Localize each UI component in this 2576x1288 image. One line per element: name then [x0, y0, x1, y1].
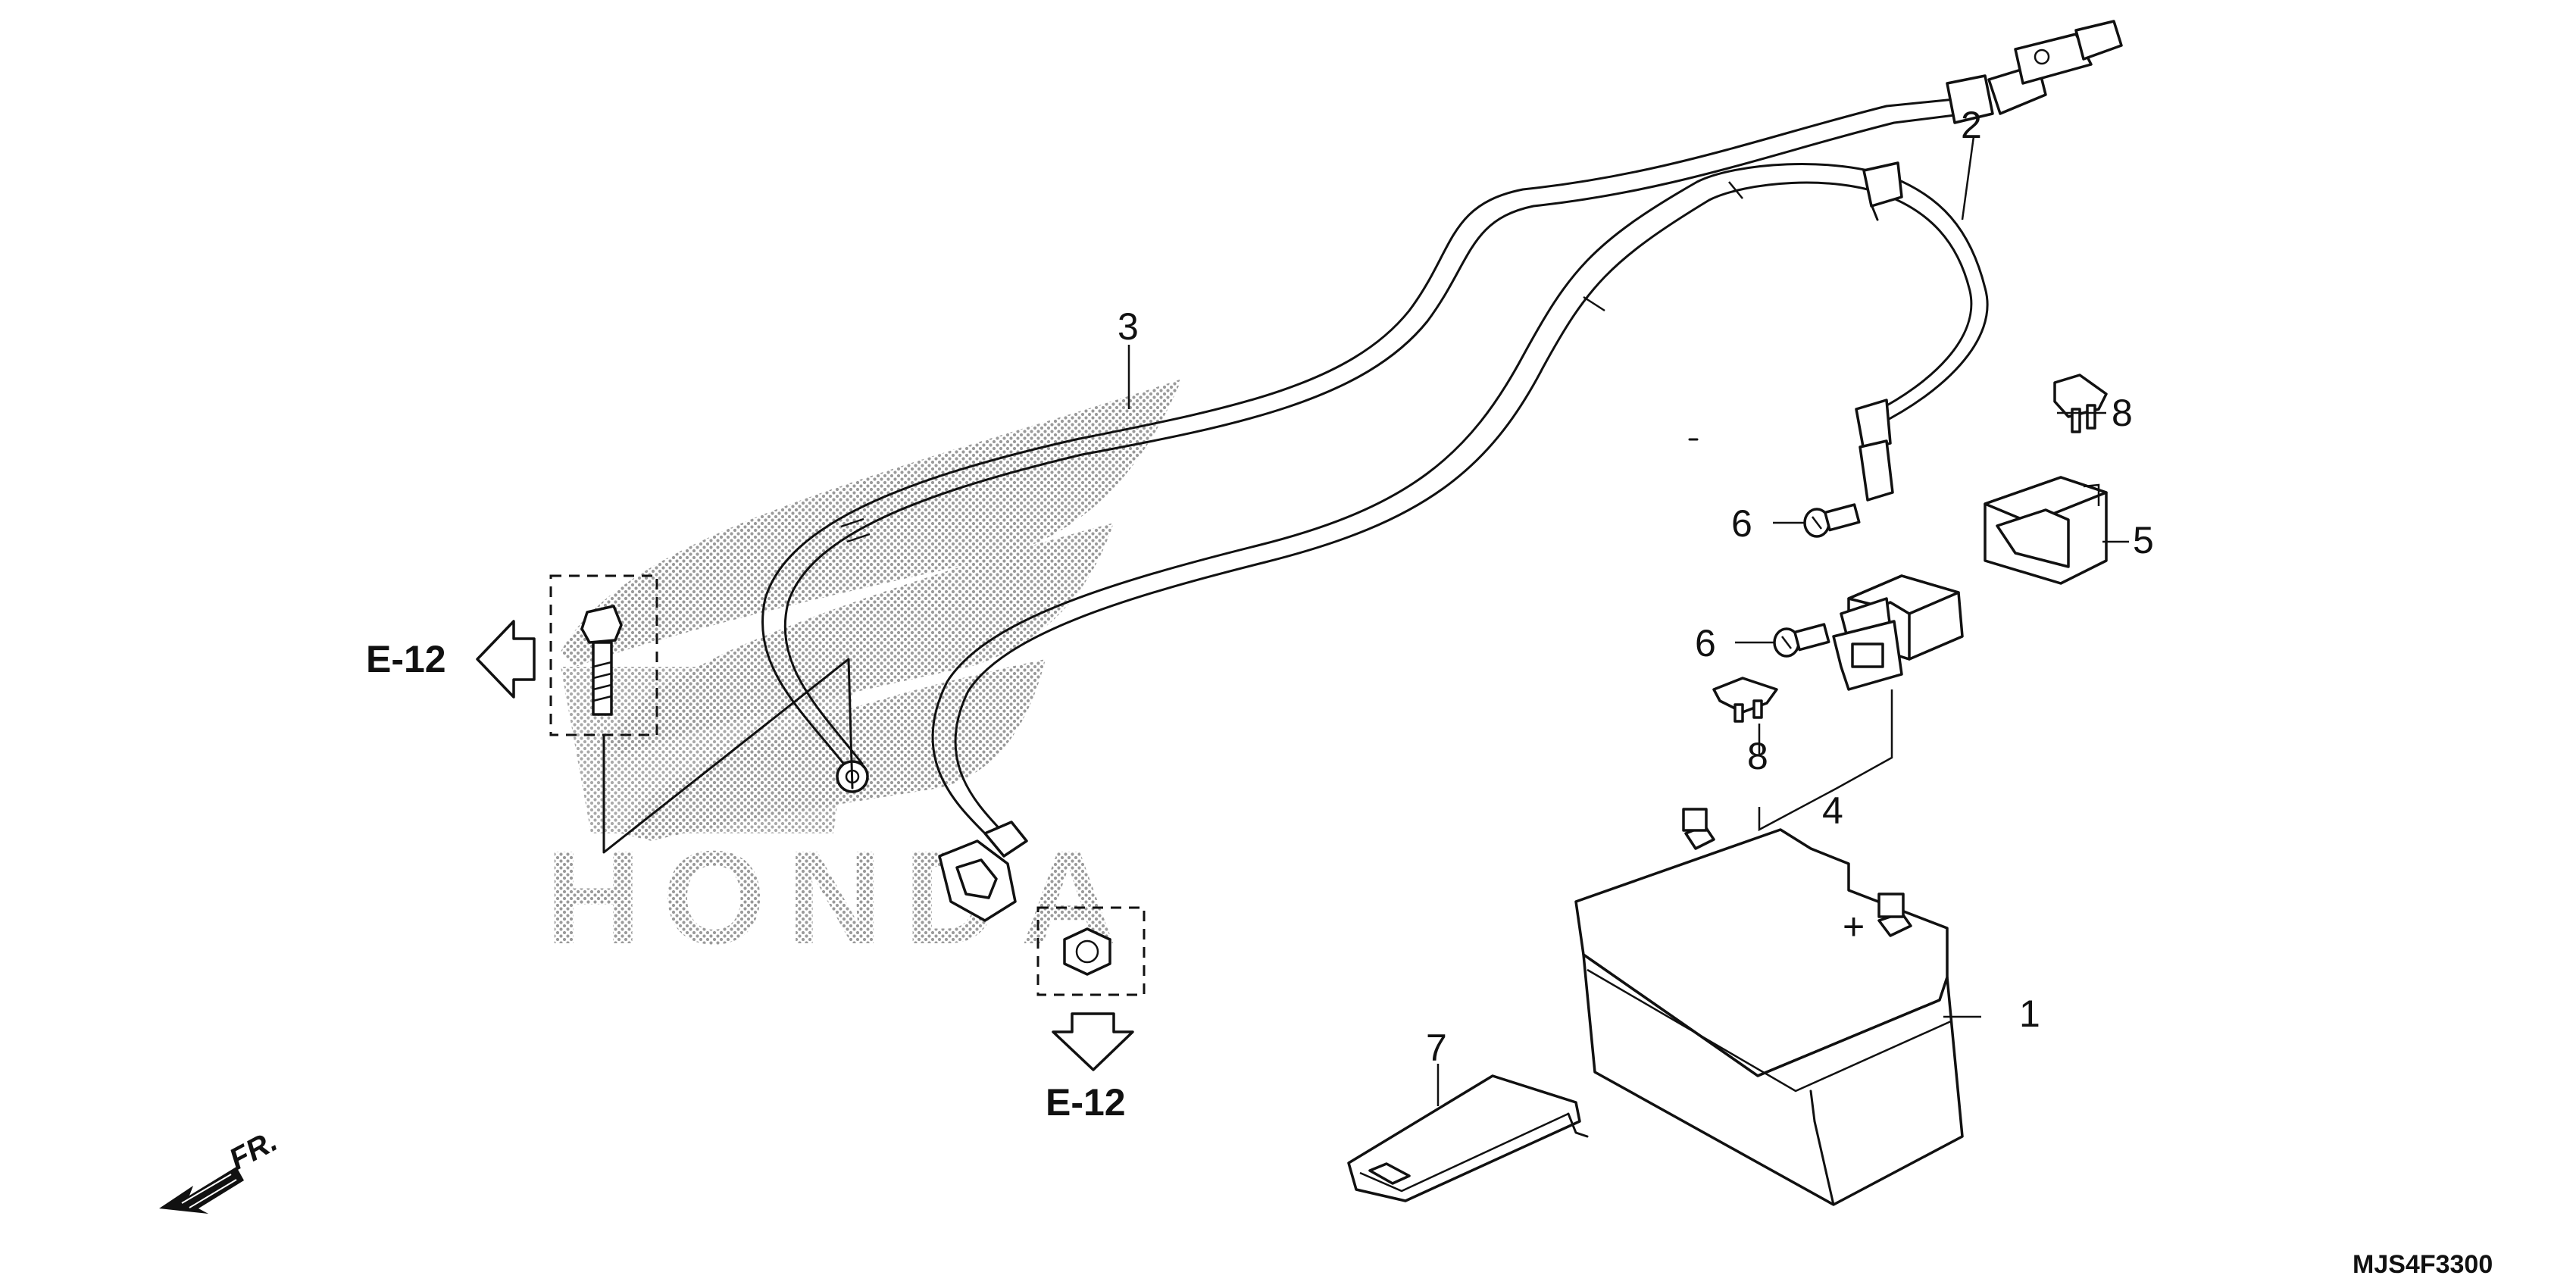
flange-bolt	[549, 574, 854, 854]
starter-relay	[1832, 574, 1964, 691]
negative-cable-3	[761, 20, 2123, 793]
screw-lower	[1773, 623, 1830, 658]
fuse-top	[2053, 374, 2108, 433]
ref-arrow-down: E-12	[1046, 1012, 1134, 1124]
callout-4: 4	[1822, 789, 1843, 832]
ref-arrow-left: E-12	[366, 620, 536, 699]
callout-6-lower: 6	[1695, 622, 1716, 664]
honda-watermark-text: HONDA	[546, 824, 1138, 972]
callout-1: 1	[2019, 993, 2040, 1035]
drawing-code: MJS4F3300	[2352, 1250, 2493, 1279]
callout-8-lower: 8	[1747, 735, 1768, 777]
direction-label: FR.	[224, 1124, 283, 1177]
battery: +	[1574, 808, 1964, 1206]
honda-wing-watermark: HONDA	[546, 379, 1182, 972]
fuse-box-cover	[1984, 476, 2108, 585]
callout-6-upper: 6	[1731, 502, 1752, 545]
battery-strap	[1347, 1074, 1589, 1202]
svg-text:+: +	[1843, 905, 1865, 948]
screw-upper	[1803, 503, 1861, 538]
cross-ref-left: E-12	[366, 638, 446, 680]
fuse-bottom	[1712, 677, 1778, 723]
callouts: 1 2 3 4 5 6 6 7 8 8	[1118, 104, 2154, 1069]
flange-nut	[1036, 906, 1146, 996]
callout-2: 2	[1961, 104, 1982, 146]
starter-connector	[938, 821, 1028, 922]
positive-cable-2	[931, 161, 1989, 922]
callout-8-upper: 8	[2112, 392, 2133, 434]
cross-ref-down: E-12	[1046, 1081, 1126, 1124]
callout-3: 3	[1118, 305, 1139, 348]
callout-5: 5	[2133, 519, 2154, 561]
leader-lines	[1127, 136, 2129, 1106]
callout-7: 7	[1426, 1027, 1447, 1069]
front-direction-arrow: FR.	[159, 1124, 283, 1214]
